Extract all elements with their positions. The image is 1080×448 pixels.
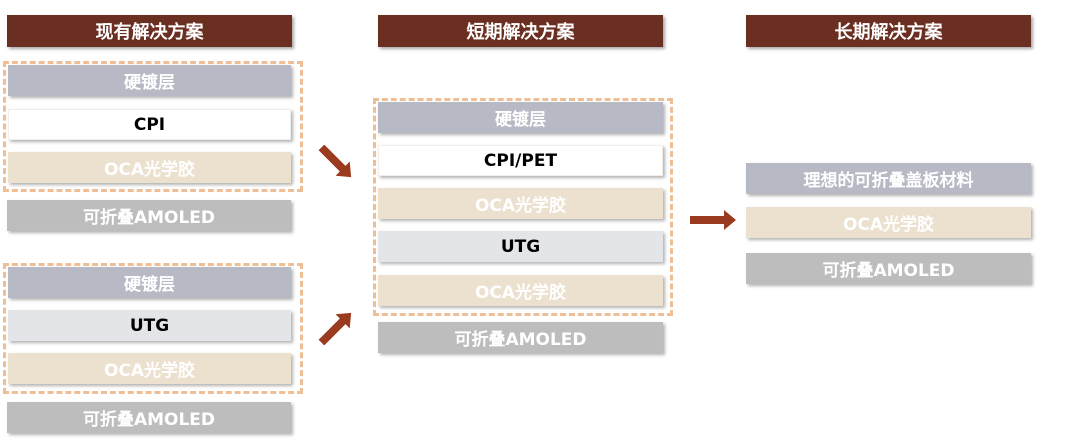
layer-ideal-foldable-cover-material: 理想的可折叠盖板材料 xyxy=(746,163,1031,194)
short-term-stack-group xyxy=(373,98,673,316)
arrow-right-icon xyxy=(690,210,736,230)
layer-utg: UTG xyxy=(378,231,663,262)
current-utg-stack-group xyxy=(3,263,303,394)
arrow-up-right-icon xyxy=(318,312,352,346)
layer-utg: UTG xyxy=(8,310,291,341)
layer-cpi-pet: CPI/PET xyxy=(378,145,663,176)
layer-oca: OCA光学胶 xyxy=(8,353,291,384)
layer-cpi: CPI xyxy=(8,109,291,140)
header-current-solution: 现有解决方案 xyxy=(7,15,292,47)
layer-oca: OCA光学胶 xyxy=(378,188,663,219)
layer-hard-coat: 硬镀层 xyxy=(8,267,291,298)
layer-hard-coat: 硬镀层 xyxy=(378,102,663,133)
layer-hard-coat: 硬镀层 xyxy=(8,65,291,96)
current-cpi-stack-group xyxy=(3,61,303,192)
layer-foldable-amoled: 可折叠AMOLED xyxy=(746,253,1031,284)
layer-foldable-amoled: 可折叠AMOLED xyxy=(7,200,291,231)
layer-oca: OCA光学胶 xyxy=(378,275,663,306)
layer-foldable-amoled: 可折叠AMOLED xyxy=(378,322,663,353)
layer-oca: OCA光学胶 xyxy=(746,207,1031,238)
header-long-term-solution: 长期解决方案 xyxy=(746,15,1031,47)
layer-foldable-amoled: 可折叠AMOLED xyxy=(7,402,291,433)
arrow-down-right-icon xyxy=(318,144,352,178)
layer-oca: OCA光学胶 xyxy=(8,152,291,183)
header-short-term-solution: 短期解决方案 xyxy=(378,15,663,47)
